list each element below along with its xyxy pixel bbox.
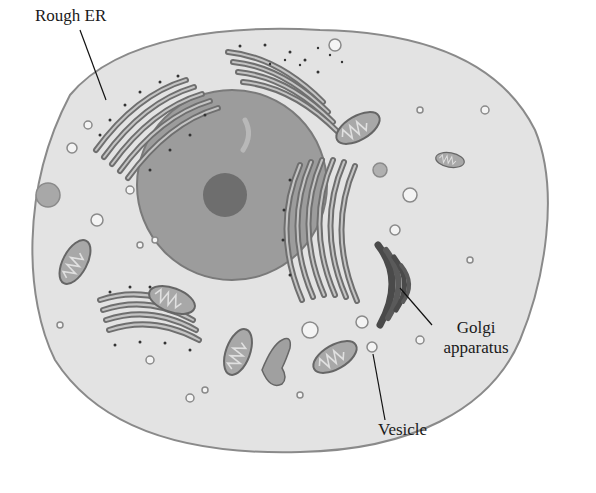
golgi-apparatus bbox=[378, 245, 409, 325]
rough-er bbox=[96, 80, 218, 178]
rough-er bbox=[286, 160, 357, 301]
mitochondria bbox=[53, 106, 465, 380]
rough-er bbox=[228, 52, 338, 132]
part-label: Golgi apparatus bbox=[430, 318, 522, 358]
ribosomes bbox=[99, 44, 344, 352]
nucleolus bbox=[203, 173, 247, 217]
leader-lines bbox=[80, 30, 432, 420]
cell-membrane bbox=[32, 29, 547, 452]
part-label: Rough ER bbox=[35, 6, 106, 26]
part-label: Vesicle bbox=[378, 420, 427, 440]
